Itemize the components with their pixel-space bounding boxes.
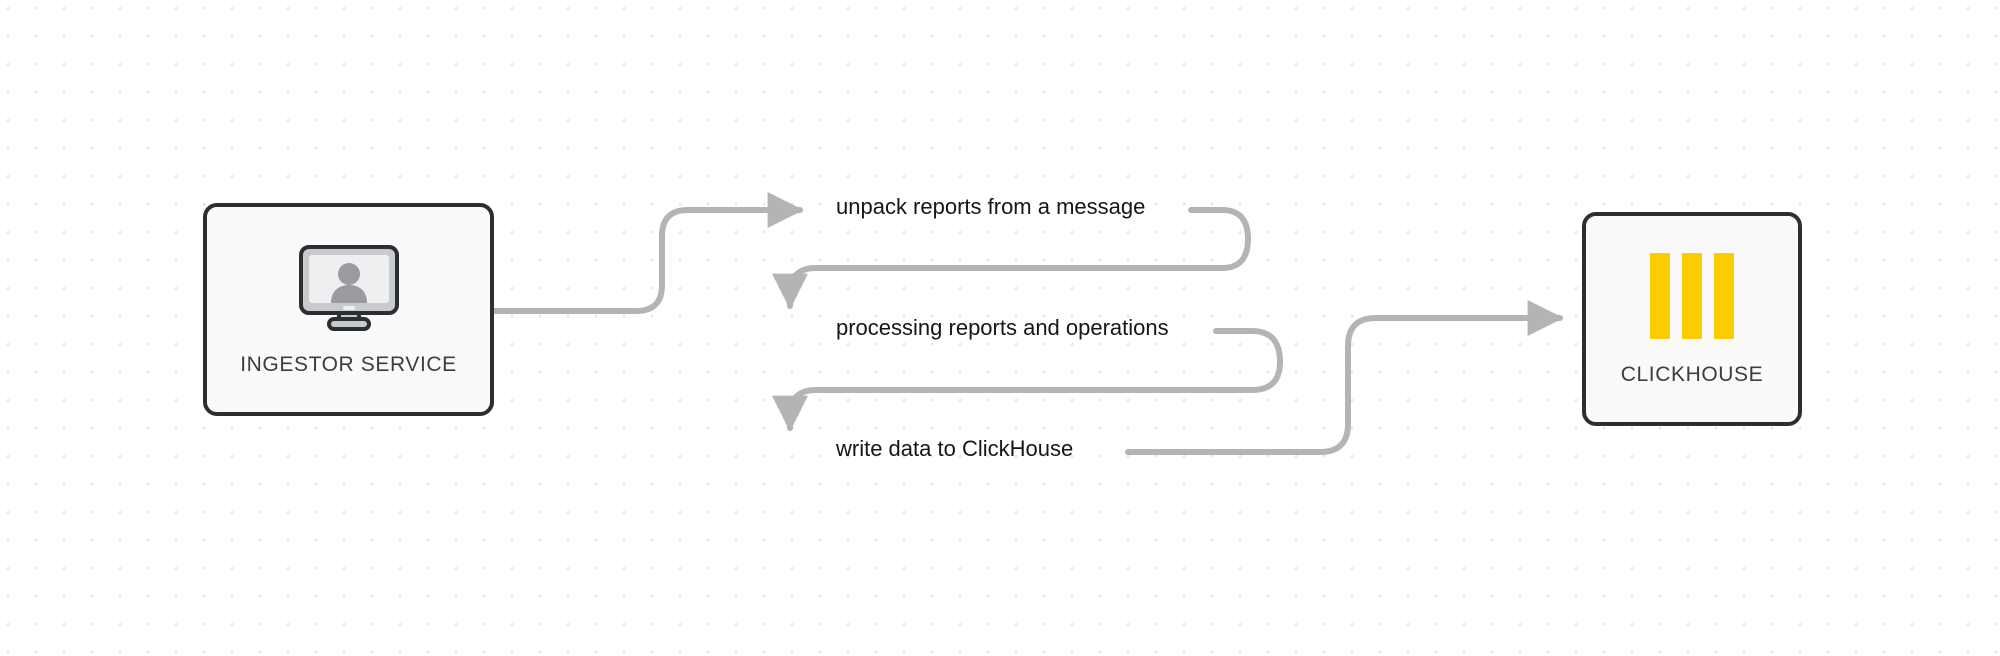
node-ingestor-service-label: INGESTOR SERVICE [240,352,457,376]
node-ingestor-service[interactable]: INGESTOR SERVICE [203,203,494,416]
monitor-user-icon [297,243,401,335]
edge-path-ingestor-to-unpack [491,192,804,314]
edge-path-write-to-clickhouse [1125,300,1564,455]
edge-label-write-data: write data to ClickHouse [836,436,1074,461]
edge-label-processing-reports: processing reports and operations [836,315,1169,340]
edge-path-unpack-to-processing [772,207,1252,310]
clickhouse-bars-icon [1646,251,1738,341]
node-clickhouse[interactable]: CLICKHOUSE [1582,212,1802,426]
edge-label-unpack-reports: unpack reports from a message [836,194,1146,219]
edge-path-processing-to-write [772,328,1284,432]
node-clickhouse-label: CLICKHOUSE [1620,363,1764,386]
